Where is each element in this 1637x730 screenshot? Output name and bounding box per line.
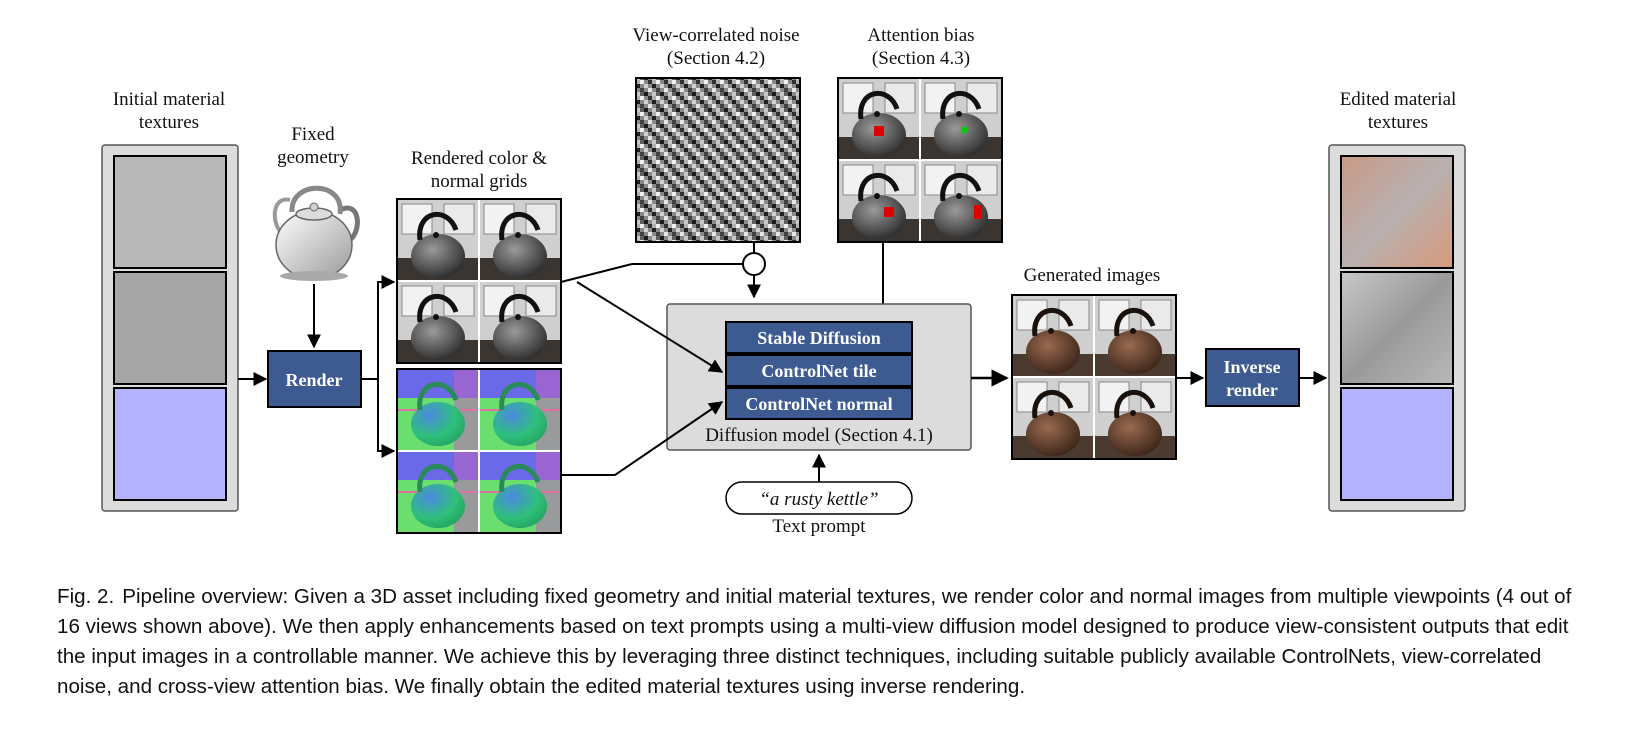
render-block-label: Render [286, 370, 343, 390]
initial-textures-label-1: Initial material [113, 89, 225, 110]
edited-albedo-texture [1340, 155, 1454, 269]
fixed-geometry-label-2: geometry [277, 147, 349, 168]
attention-label-2: (Section 4.3) [872, 48, 970, 69]
controlnet-tile-label: ControlNet tile [761, 361, 876, 381]
kettle-geometry-icon [272, 185, 360, 281]
stable-diffusion-block [725, 321, 913, 354]
rendered-normal-grid [397, 369, 561, 533]
initial-albedo-texture [113, 155, 227, 269]
rendered-grids-label-2: normal grids [431, 171, 528, 192]
pipeline-figure: Initial material textures Fixed geometry… [101, 25, 1466, 537]
edited-normal-texture [1340, 387, 1454, 501]
edited-textures-label-1: Edited material [1340, 89, 1457, 110]
text-prompt-value: “a rusty kettle” [759, 489, 878, 510]
edited-textures-label-2: textures [1368, 112, 1428, 133]
rendered-color-grid [397, 199, 561, 363]
initial-textures-label-2: textures [139, 112, 199, 133]
noise-label-2: (Section 4.2) [667, 48, 765, 69]
controlnet-tile-block [725, 354, 913, 387]
initial-roughness-texture [113, 271, 227, 385]
figure-number: Fig. 2. [57, 585, 115, 608]
fixed-geometry-label-1: Fixed [291, 124, 335, 145]
rendered-grids-label-1: Rendered color & [411, 148, 547, 169]
caption-text: Pipeline overview: Given a 3D asset incl… [57, 585, 1572, 698]
render-block [267, 350, 362, 408]
attention-bias-grid [838, 78, 1002, 242]
edited-roughness-texture [1340, 271, 1454, 385]
text-prompt-label: Text prompt [772, 516, 866, 537]
figure-caption: Fig. 2.Pipeline overview: Given a 3D ass… [57, 582, 1587, 702]
generated-images-grid [1012, 295, 1176, 459]
controlnet-normal-label: ControlNet normal [745, 394, 892, 414]
initial-normal-texture [113, 387, 227, 501]
inverse-render-label-2: render [1226, 380, 1278, 400]
noise-label-1: View-correlated noise [632, 25, 799, 46]
combine-node [742, 252, 766, 276]
view-correlated-noise-image [635, 77, 801, 243]
controlnet-normal-block [725, 387, 913, 420]
inverse-render-label-1: Inverse [1224, 357, 1281, 377]
inverse-render-block [1205, 348, 1300, 407]
attention-label-1: Attention bias [867, 25, 974, 46]
diffusion-model-label: Diffusion model (Section 4.1) [705, 425, 933, 446]
generated-images-label: Generated images [1024, 265, 1161, 286]
stable-diffusion-label: Stable Diffusion [757, 328, 881, 348]
